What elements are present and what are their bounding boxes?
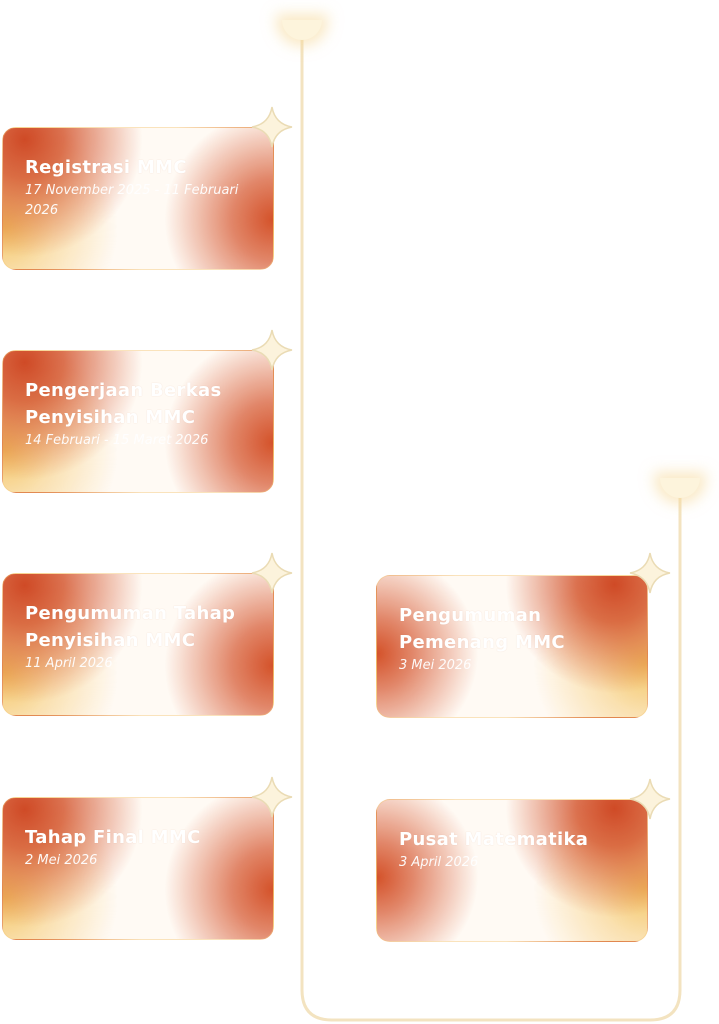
card-date: 17 November 2025 - 11 Februari 2026 — [25, 183, 239, 218]
timeline-card: Pengerjaan Berkas Penyisihan MMC 14 Febr… — [2, 350, 274, 493]
card-date: 3 Mei 2026 — [399, 658, 472, 673]
card-title: Pengumuman Pemenang MMC — [399, 605, 565, 653]
sparkle-star-icon — [251, 776, 293, 818]
timeline-card: Pengumuman Tahap Penyisihan MMC 11 April… — [2, 573, 274, 716]
sparkle-star-icon — [251, 552, 293, 594]
timeline-end-cap — [660, 478, 700, 498]
card-title: Pusat Matematika — [399, 829, 589, 850]
card-date: 2 Mei 2026 — [25, 853, 98, 868]
card-title: Pengumuman Tahap Penyisihan MMC — [25, 603, 236, 651]
card-date: 14 Februari - 15 Maret 2026 — [25, 433, 209, 448]
timeline-card: Registrasi MMC 17 November 2025 - 11 Feb… — [2, 127, 274, 270]
timeline-card: Tahap Final MMC 2 Mei 2026 — [2, 797, 274, 940]
timeline-start-cap — [282, 20, 322, 40]
card-title: Tahap Final MMC — [25, 827, 201, 848]
card-title: Pengerjaan Berkas Penyisihan MMC — [25, 380, 222, 428]
sparkle-star-icon — [629, 552, 671, 594]
sparkle-star-icon — [251, 106, 293, 148]
card-date: 11 April 2026 — [25, 656, 113, 671]
sparkle-star-icon — [629, 778, 671, 820]
timeline-card: Pengumuman Pemenang MMC 3 Mei 2026 — [376, 575, 648, 718]
timeline-card: Pusat Matematika 3 April 2026 — [376, 799, 648, 942]
card-title: Registrasi MMC — [25, 157, 187, 178]
sparkle-star-icon — [251, 329, 293, 371]
card-date: 3 April 2026 — [399, 855, 479, 870]
